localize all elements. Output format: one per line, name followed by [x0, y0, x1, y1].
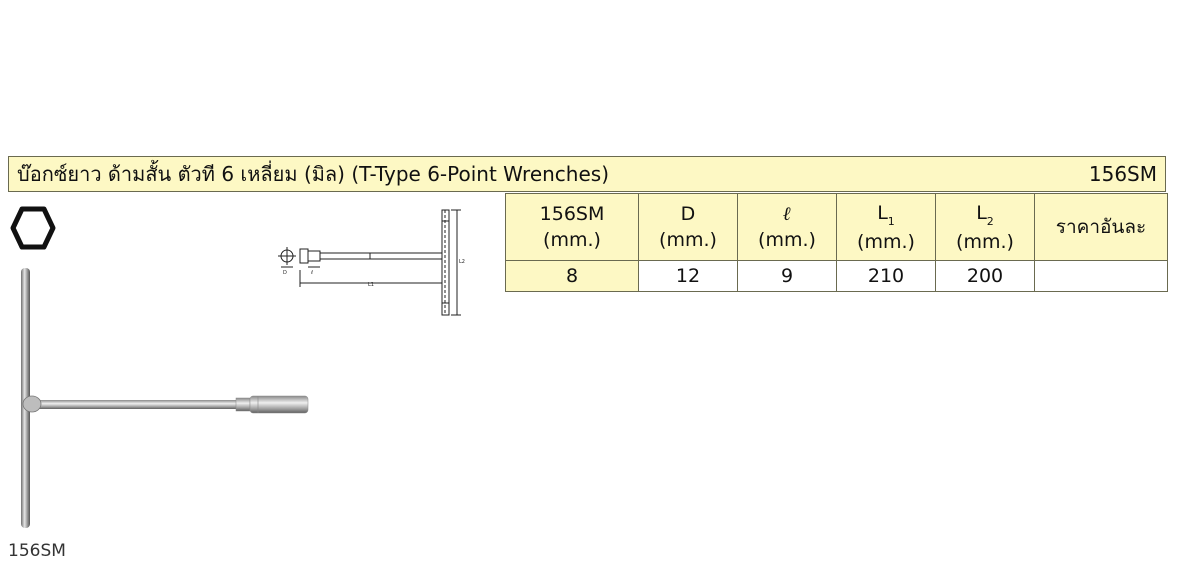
col-header-l1: L1 (mm.): [836, 193, 936, 261]
title-bar: บ๊อกซ์ยาว ด้ามสั้น ตัวที 6 เหลี่ยม (มิล)…: [8, 156, 1166, 192]
table-row: 8 12 9 210 200: [505, 260, 1168, 292]
cell-price: [1034, 260, 1168, 292]
spec-table: 156SM (mm.) D (mm.) ℓ (mm.) L1 (mm.) L2 …: [505, 193, 1168, 292]
dim-l2-label: L2: [459, 259, 465, 265]
col-header-l2: L2 (mm.): [935, 193, 1035, 261]
model-code: 156SM: [1088, 162, 1157, 186]
cell-l: 9: [737, 260, 837, 292]
hexagon-icon: [10, 206, 56, 250]
t-wrench-photo: [21, 268, 309, 528]
col-header-price: ราคาอันละ: [1034, 193, 1168, 261]
technical-drawing: D ℓ L1 L2: [278, 209, 465, 316]
dim-d-label: D: [283, 270, 287, 276]
cell-l1: 210: [836, 260, 936, 292]
col-header-l: ℓ (mm.): [737, 193, 837, 261]
cell-d: 12: [638, 260, 738, 292]
dim-l1-label: L1: [368, 282, 374, 288]
page-title: บ๊อกซ์ยาว ด้ามสั้น ตัวที 6 เหลี่ยม (มิล)…: [17, 162, 610, 186]
table-header-row: 156SM (mm.) D (mm.) ℓ (mm.) L1 (mm.) L2 …: [505, 193, 1168, 261]
dim-l-label: ℓ: [310, 270, 313, 276]
cell-model-size: 8: [505, 260, 639, 292]
col-header-model: 156SM (mm.): [505, 193, 639, 261]
cell-l2: 200: [935, 260, 1035, 292]
product-caption: 156SM: [8, 541, 66, 561]
col-header-d: D (mm.): [638, 193, 738, 261]
